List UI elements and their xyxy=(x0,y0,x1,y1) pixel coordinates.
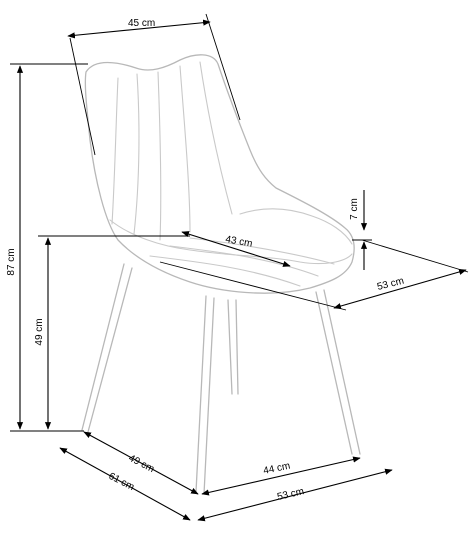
backrest-outline xyxy=(84,54,355,294)
back-channel-4 xyxy=(179,65,191,233)
label-seat-depth: 43 cm xyxy=(224,234,253,250)
label-seat-width: 53 cm xyxy=(376,276,405,293)
leg-front-left xyxy=(195,295,215,495)
dimension-labels: 45 cm 87 cm 49 cm 7 cm 43 cm 53 cm 49 cm… xyxy=(6,18,405,503)
leg-back-left xyxy=(81,263,133,433)
label-total-height: 87 cm xyxy=(6,248,17,275)
dim-seat-width xyxy=(333,268,467,310)
seat-front xyxy=(239,208,353,245)
label-seat-height: 49 cm xyxy=(34,318,45,345)
dim-leg-width-outer xyxy=(197,468,393,522)
ext-top-left xyxy=(69,37,96,156)
dim-top-width xyxy=(67,19,211,39)
leg-front-right xyxy=(315,289,361,455)
seat-channel-1 xyxy=(149,255,301,287)
label-leg-width-outer: 53 cm xyxy=(276,486,305,503)
back-channel-5 xyxy=(199,61,233,215)
label-leg-depth-outer: 61 cm xyxy=(107,471,136,493)
label-top-width: 45 cm xyxy=(128,18,155,29)
back-channel-3 xyxy=(157,71,162,241)
back-channel-2 xyxy=(133,73,140,235)
chair-drawing xyxy=(81,54,361,495)
ext-seat-width-left xyxy=(159,261,347,311)
leg-back-right xyxy=(227,299,239,395)
dim-leg-depth-outer xyxy=(59,447,191,521)
ext-seat-width-right xyxy=(361,239,469,273)
dimension-lines xyxy=(10,13,469,522)
label-leg-depth-inner: 49 cm xyxy=(127,453,156,475)
ext-top-right xyxy=(205,13,241,121)
dim-seat-depth xyxy=(181,231,291,267)
back-channel-1 xyxy=(111,77,119,225)
label-armrest-height: 7 cm xyxy=(349,198,360,220)
